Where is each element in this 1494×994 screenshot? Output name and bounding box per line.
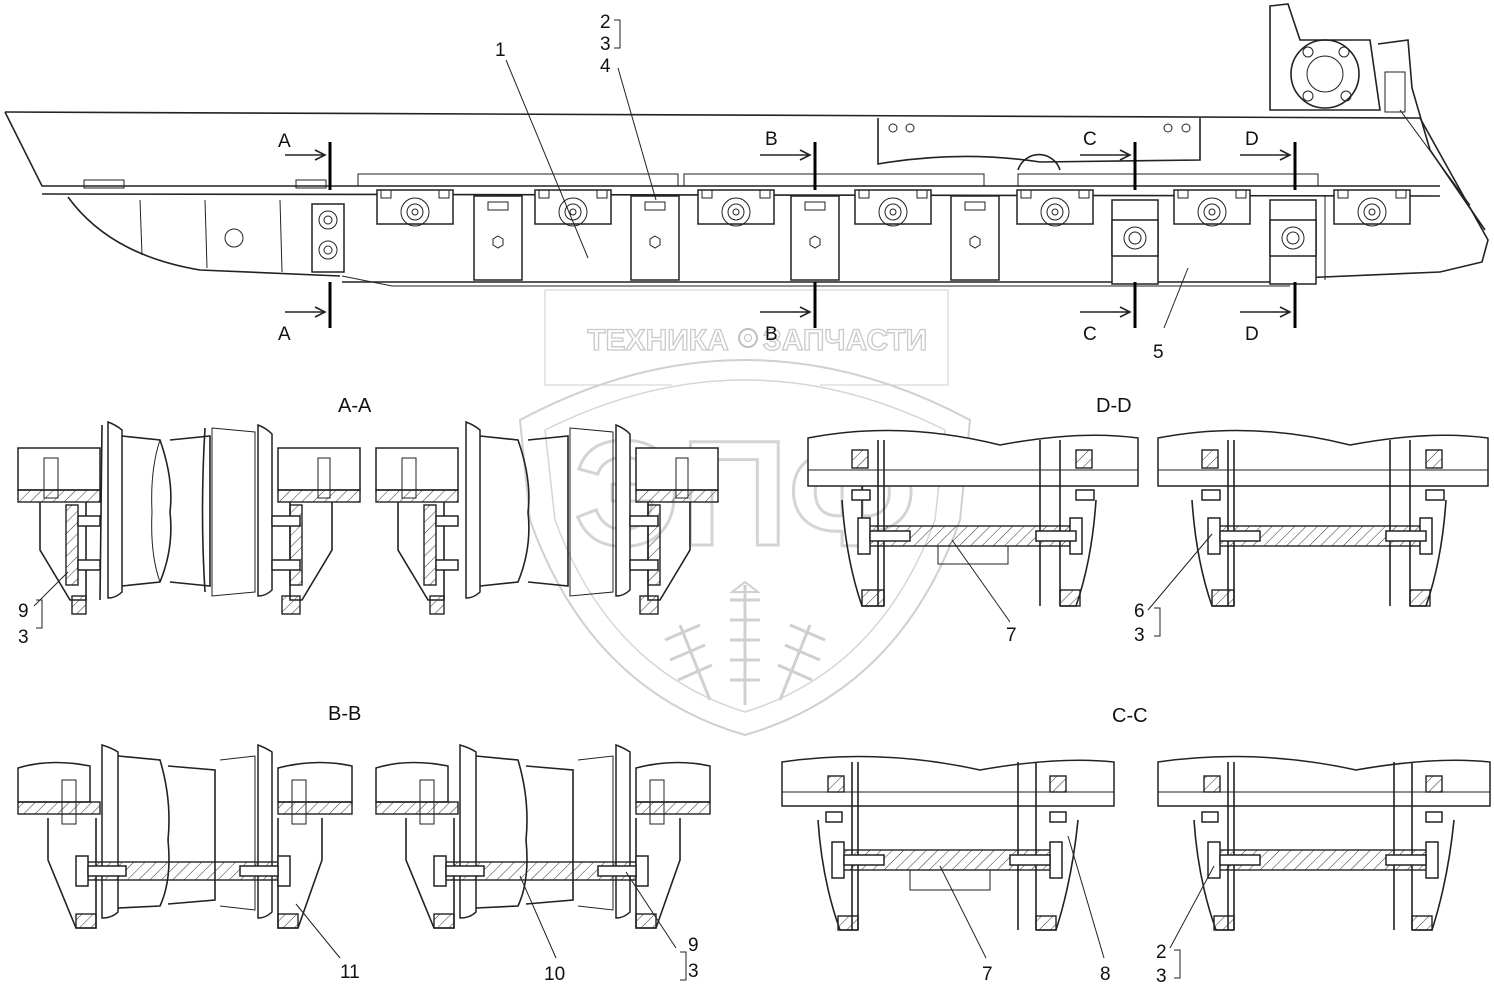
cut-marker-d-bottom: D bbox=[1245, 324, 1259, 345]
callout-3-bb: 3 bbox=[688, 961, 699, 982]
callout-1: 1 bbox=[495, 40, 506, 61]
cut-marker-a-bottom: A bbox=[278, 324, 291, 345]
section-dd-view bbox=[807, 429, 1489, 637]
cut-marker-c-top: C bbox=[1083, 129, 1097, 150]
main-view-callouts bbox=[505, 19, 1189, 329]
section-bb-view bbox=[17, 743, 711, 981]
callout-4-main: 4 bbox=[600, 56, 611, 77]
callout-7-dd: 7 bbox=[1006, 625, 1017, 646]
callout-2-cc: 2 bbox=[1156, 942, 1167, 963]
callout-5: 5 bbox=[1153, 342, 1164, 363]
wheat-ears-icon bbox=[664, 580, 826, 705]
watermark-right-text: ЗАПЧАСТИ bbox=[763, 324, 927, 357]
section-title-bb: B-B bbox=[328, 703, 361, 725]
callout-3-aa: 3 bbox=[18, 627, 29, 648]
section-title-dd: D-D bbox=[1096, 395, 1132, 417]
cut-marker-b-bottom: B bbox=[765, 324, 778, 345]
callout-8: 8 bbox=[1100, 964, 1111, 985]
section-aa-view bbox=[17, 420, 719, 629]
callout-9-bb: 9 bbox=[688, 935, 699, 956]
section-cc-view bbox=[781, 755, 1491, 979]
cut-marker-b-top: B bbox=[765, 129, 778, 150]
callout-6-dd: 6 bbox=[1134, 601, 1145, 622]
watermark: ЭПФ ТЕХНИКА ЗАПЧАСТИ bbox=[518, 289, 972, 737]
section-title-cc: C-C bbox=[1112, 705, 1148, 727]
callout-7-cc: 7 bbox=[982, 964, 993, 985]
section-title-aa: A-A bbox=[338, 395, 372, 417]
callout-9-aa: 9 bbox=[18, 601, 29, 622]
track-frame-side-view bbox=[4, 3, 1489, 287]
callout-2-main: 2 bbox=[600, 12, 611, 33]
callout-3-main: 3 bbox=[600, 34, 611, 55]
callout-11: 11 bbox=[340, 962, 360, 983]
callout-3-cc: 3 bbox=[1156, 966, 1167, 987]
callout-10: 10 bbox=[544, 964, 565, 985]
gear-icon bbox=[738, 328, 758, 348]
cut-marker-a-top: A bbox=[278, 131, 291, 152]
cut-marker-d-top: D bbox=[1245, 129, 1259, 150]
callout-3-dd: 3 bbox=[1134, 625, 1145, 646]
watermark-left-text: ТЕХНИКА bbox=[587, 324, 729, 357]
cut-marker-c-bottom: C bbox=[1083, 324, 1097, 345]
section-cut-lines bbox=[285, 142, 1297, 328]
